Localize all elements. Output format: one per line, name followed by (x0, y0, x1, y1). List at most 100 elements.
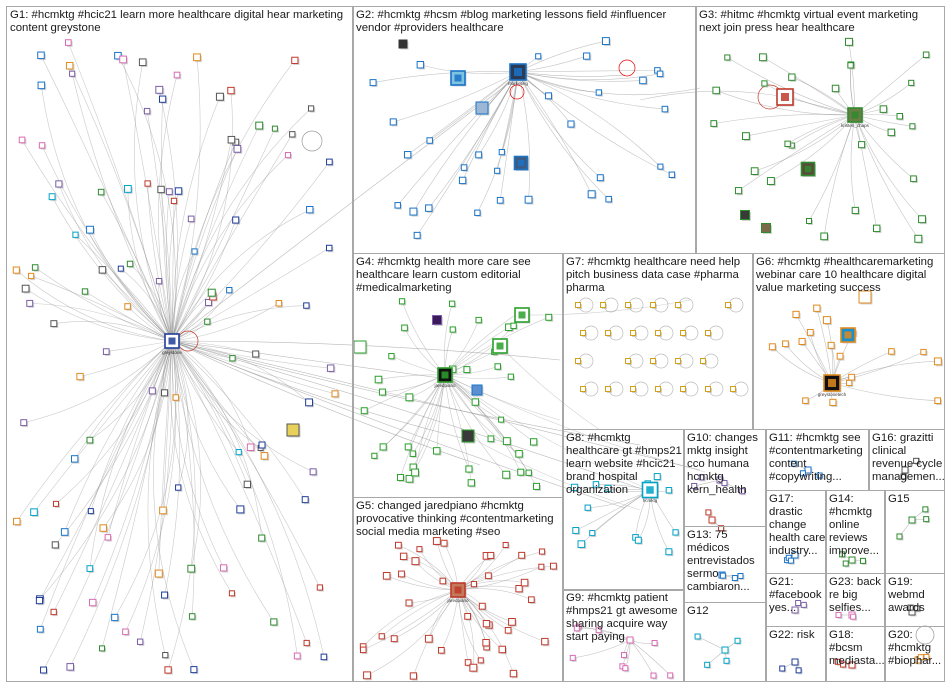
user-node[interactable] (416, 546, 424, 554)
user-node[interactable] (626, 636, 635, 645)
user-node[interactable] (204, 318, 212, 326)
user-node[interactable] (740, 210, 752, 222)
user-node[interactable] (712, 86, 721, 96)
user-node[interactable] (48, 193, 57, 202)
user-node[interactable] (485, 572, 493, 581)
user-node[interactable] (404, 443, 413, 452)
user-node[interactable] (187, 215, 196, 224)
user-node[interactable] (394, 202, 402, 210)
user-node[interactable] (164, 666, 173, 675)
user-node[interactable] (81, 288, 90, 296)
user-node[interactable] (162, 652, 170, 660)
user-node[interactable] (605, 386, 613, 394)
user-node[interactable] (232, 216, 241, 225)
user-node[interactable] (293, 652, 302, 661)
user-node[interactable] (363, 671, 372, 681)
user-node[interactable] (844, 37, 854, 47)
user-node[interactable] (675, 358, 683, 366)
user-node[interactable] (388, 353, 396, 361)
user-node[interactable] (515, 585, 524, 594)
user-node[interactable] (467, 479, 476, 488)
user-node[interactable] (914, 234, 924, 244)
user-node[interactable] (172, 394, 181, 402)
user-node[interactable] (750, 167, 760, 176)
user-node[interactable] (667, 672, 675, 680)
user-node[interactable] (851, 206, 860, 216)
user-node[interactable] (123, 185, 133, 194)
user-node[interactable] (389, 118, 398, 127)
user-node[interactable] (655, 330, 663, 338)
user-node[interactable] (630, 386, 638, 394)
user-node[interactable] (271, 125, 279, 133)
user-node[interactable] (502, 470, 512, 480)
user-node[interactable] (739, 488, 747, 496)
user-node[interactable] (847, 62, 855, 70)
user-node[interactable] (411, 468, 421, 478)
user-node[interactable] (625, 302, 633, 310)
user-node[interactable] (398, 570, 406, 579)
hub-node-g5[interactable] (450, 582, 467, 599)
user-node[interactable] (513, 155, 530, 172)
user-node[interactable] (524, 195, 534, 205)
user-node[interactable] (173, 71, 182, 80)
user-node[interactable] (595, 627, 603, 635)
user-node[interactable] (460, 164, 469, 172)
user-node[interactable] (226, 287, 234, 295)
user-node[interactable] (18, 136, 27, 145)
user-node[interactable] (448, 300, 457, 308)
user-node[interactable] (86, 225, 95, 235)
user-node[interactable] (136, 638, 145, 646)
user-node[interactable] (20, 419, 29, 428)
user-node[interactable] (326, 364, 336, 373)
user-node[interactable] (464, 613, 473, 621)
user-node[interactable] (584, 504, 592, 512)
user-node[interactable] (291, 56, 300, 65)
user-node[interactable] (776, 88, 795, 107)
user-node[interactable] (800, 161, 817, 178)
user-node[interactable] (806, 217, 814, 226)
user-node[interactable] (359, 646, 368, 655)
user-node[interactable] (901, 466, 910, 475)
user-node[interactable] (66, 663, 76, 672)
user-node[interactable] (474, 209, 482, 217)
user-node[interactable] (668, 171, 677, 179)
user-node[interactable] (705, 509, 713, 517)
user-node[interactable] (72, 231, 80, 239)
user-node[interactable] (528, 596, 536, 605)
user-node[interactable] (725, 302, 733, 310)
user-node[interactable] (675, 302, 683, 310)
user-node[interactable] (86, 436, 95, 445)
user-node[interactable] (504, 626, 513, 635)
user-node[interactable] (517, 468, 526, 477)
user-node[interactable] (31, 264, 40, 272)
user-node[interactable] (64, 39, 73, 47)
user-node[interactable] (401, 324, 409, 333)
user-node[interactable] (920, 348, 928, 357)
user-node[interactable] (478, 602, 487, 611)
user-node[interactable] (795, 667, 803, 675)
user-node[interactable] (909, 123, 917, 131)
user-node[interactable] (416, 61, 426, 70)
user-node[interactable] (207, 288, 217, 298)
user-node[interactable] (639, 76, 648, 86)
user-node[interactable] (710, 120, 719, 128)
user-node[interactable] (97, 188, 106, 197)
user-node[interactable] (570, 483, 580, 493)
user-node[interactable] (27, 272, 36, 281)
user-node[interactable] (258, 441, 267, 450)
user-node[interactable] (680, 330, 688, 338)
user-node[interactable] (620, 652, 628, 660)
user-node[interactable] (498, 149, 506, 157)
user-node[interactable] (471, 398, 481, 407)
user-node[interactable] (487, 435, 496, 444)
user-node[interactable] (104, 534, 113, 542)
user-node[interactable] (143, 107, 152, 116)
user-node[interactable] (802, 397, 810, 405)
user-node[interactable] (303, 639, 311, 648)
user-node[interactable] (538, 563, 546, 571)
user-node[interactable] (545, 313, 554, 322)
user-node[interactable] (737, 572, 745, 580)
user-node[interactable] (371, 452, 379, 460)
user-node[interactable] (235, 449, 243, 457)
user-node[interactable] (910, 175, 918, 184)
